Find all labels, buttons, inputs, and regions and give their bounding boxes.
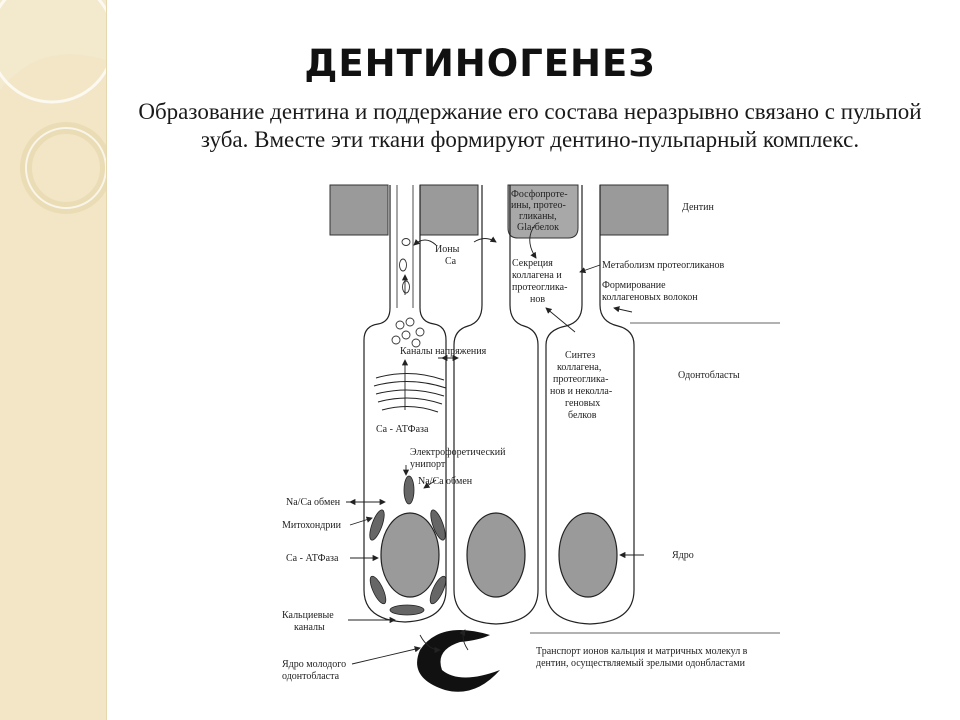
label-naca-exchange-inner: Na/Ca обмен: [418, 476, 473, 487]
diagram-labels: Дентин Фосфопроте- ины, протео- гликаны,…: [282, 189, 748, 682]
label-secretion-4: нов: [530, 294, 545, 305]
label-secretion-2: коллагена и: [512, 270, 562, 281]
dentin-matrix-block: [507, 184, 579, 239]
mitochondria-group: [369, 475, 447, 616]
label-synthesis-2: коллагена,: [557, 362, 601, 373]
label-dentin: Дентин: [682, 202, 714, 213]
label-fiber-form-1: Формирование: [602, 280, 666, 291]
label-odontoblasts: Одонтобласты: [678, 370, 740, 381]
label-synthesis-1: Синтез: [565, 350, 595, 361]
label-young-nucleus-1: Ядро молодого: [282, 659, 346, 670]
label-phospho-1: Фосфопроте-: [511, 189, 568, 200]
dentin-block: [419, 184, 479, 236]
label-uniporter-2: унипорт: [410, 459, 446, 470]
label-mitochondria: Митохондрии: [282, 520, 342, 531]
label-phospho-4: Gla-белок: [517, 222, 559, 233]
golgi-apparatus: [373, 372, 447, 413]
label-secretion-1: Секреция: [512, 258, 553, 269]
label-ca-atpase-1: Ca - АТФаза: [376, 424, 429, 435]
label-transport-1: Транспорт ионов кальция и матричных моле…: [536, 646, 748, 657]
odontoblast-cell-1: [363, 185, 447, 623]
label-calcium-channels-2: каналы: [294, 622, 325, 633]
secretory-vesicles: [391, 238, 425, 348]
label-fiber-form-2: коллагеновых волокон: [602, 292, 698, 303]
odontoblast-cell-2: [453, 185, 539, 625]
odontoblast-cell-3: [545, 185, 635, 625]
odontoblast-process-1: [396, 185, 414, 308]
slide-intro: Образование дентина и поддержание его со…: [138, 99, 922, 152]
label-ca-ions-1: Ионы: [435, 244, 460, 255]
nucleus-odontoblast-3: [558, 512, 618, 598]
sidebar-rings-ornament: [0, 0, 106, 214]
dentin-layer: [329, 184, 669, 239]
label-naca-exchange: Na/Ca обмен: [286, 497, 341, 508]
label-uniporter-1: Электрофоретический: [410, 447, 506, 458]
dentin-block: [599, 184, 669, 236]
label-synthesis-5: геновых: [565, 398, 600, 409]
dentin-block: [329, 184, 389, 236]
decorative-sidebar: [0, 0, 107, 720]
label-transport-2: дентин, осуществляемый зрелыми одонбласт…: [536, 658, 746, 669]
label-phospho-2: ины, протео-: [511, 200, 566, 211]
label-calcium-channels-1: Кальциевые: [282, 610, 334, 621]
young-odontoblast-nucleus: [417, 630, 500, 692]
label-pg-metabolism: Метаболизм протеогликанов: [602, 260, 725, 271]
slide-title: ДЕНТИНОГЕНЕЗ: [304, 42, 656, 85]
label-nucleus: Ядро: [672, 550, 694, 561]
nucleus-odontoblast-2: [466, 512, 526, 598]
label-ca-atpase-2: Ca - АТФаза: [286, 553, 339, 564]
label-phospho-3: гликаны,: [519, 211, 557, 222]
dentinogenesis-diagram: Дентин Фосфопроте- ины, протео- гликаны,…: [282, 184, 780, 692]
label-voltage-channels: Каналы напряжения: [400, 346, 487, 357]
label-ca-ions-2: Ca: [445, 256, 457, 267]
label-young-nucleus-2: одонтобласта: [282, 671, 340, 682]
pathway-arrows: [346, 224, 644, 665]
label-synthesis-4: нов и неколла-: [550, 386, 612, 397]
nucleus-odontoblast-1: [380, 512, 440, 598]
label-synthesis-3: протеоглика-: [553, 374, 608, 385]
label-secretion-3: протеоглика-: [512, 282, 567, 293]
label-synthesis-6: белков: [568, 410, 597, 421]
